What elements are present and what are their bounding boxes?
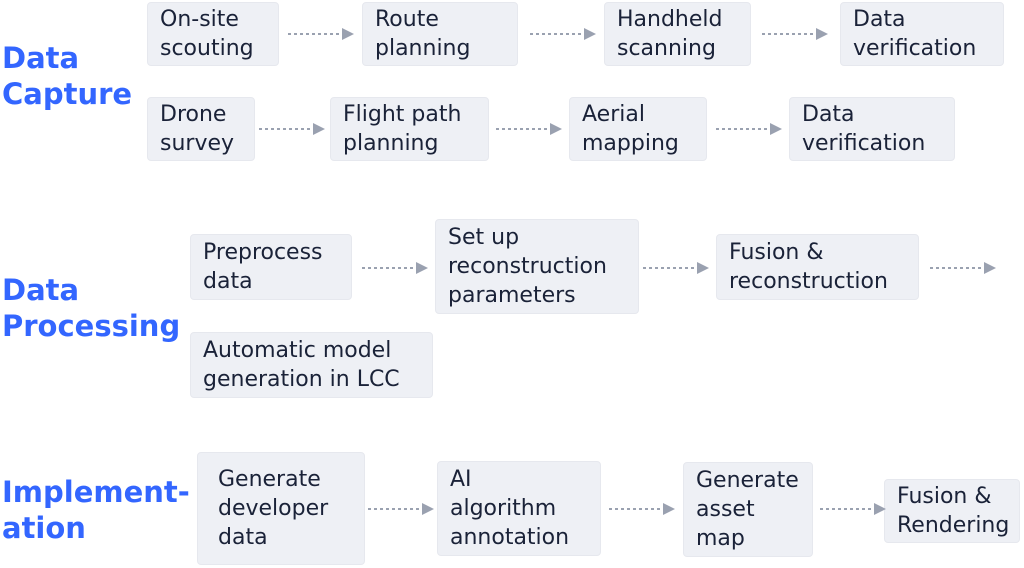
step-set-up-reconstruction-parameters: Set up reconstruction parameters xyxy=(435,219,639,314)
arrow-right-icon xyxy=(259,122,325,136)
step-fusion-reconstruction: Fusion & reconstruction xyxy=(716,234,919,300)
arrow-right-icon xyxy=(530,27,596,41)
arrow-right-icon xyxy=(930,261,996,275)
step-automatic-model-generation: Automatic model generation in LCC xyxy=(190,332,433,398)
arrow-right-icon xyxy=(496,122,562,136)
arrow-right-icon xyxy=(716,122,782,136)
arrow-right-icon xyxy=(643,261,709,275)
step-generate-asset-map: Generate asset map xyxy=(683,462,813,557)
step-generate-developer-data: Generate developer data xyxy=(197,452,365,565)
section-label-implementation: Implement- ation xyxy=(2,475,190,545)
arrow-right-icon xyxy=(368,502,434,516)
step-route-planning: Route planning xyxy=(362,2,518,66)
section-label-data-capture: Data Capture xyxy=(2,41,133,111)
arrow-right-icon xyxy=(820,502,886,516)
step-preprocess-data: Preprocess data xyxy=(190,234,352,300)
arrow-right-icon xyxy=(288,27,354,41)
arrow-right-icon xyxy=(609,502,675,516)
step-data-verification-2: Data verification xyxy=(789,97,955,161)
section-label-data-processing: Data Processing xyxy=(2,273,181,343)
step-ai-algorithm-annotation: AI algorithm annotation xyxy=(437,461,601,556)
step-aerial-mapping: Aerial mapping xyxy=(569,97,707,161)
step-data-verification-1: Data verification xyxy=(840,2,1004,66)
arrow-right-icon xyxy=(762,27,828,41)
step-on-site-scouting: On-site scouting xyxy=(147,2,279,66)
step-handheld-scanning: Handheld scanning xyxy=(604,2,751,66)
step-flight-path-planning: Flight path planning xyxy=(330,97,489,161)
step-drone-survey: Drone survey xyxy=(147,97,255,161)
step-fusion-rendering: Fusion & Rendering xyxy=(884,479,1020,543)
arrow-right-icon xyxy=(362,261,428,275)
